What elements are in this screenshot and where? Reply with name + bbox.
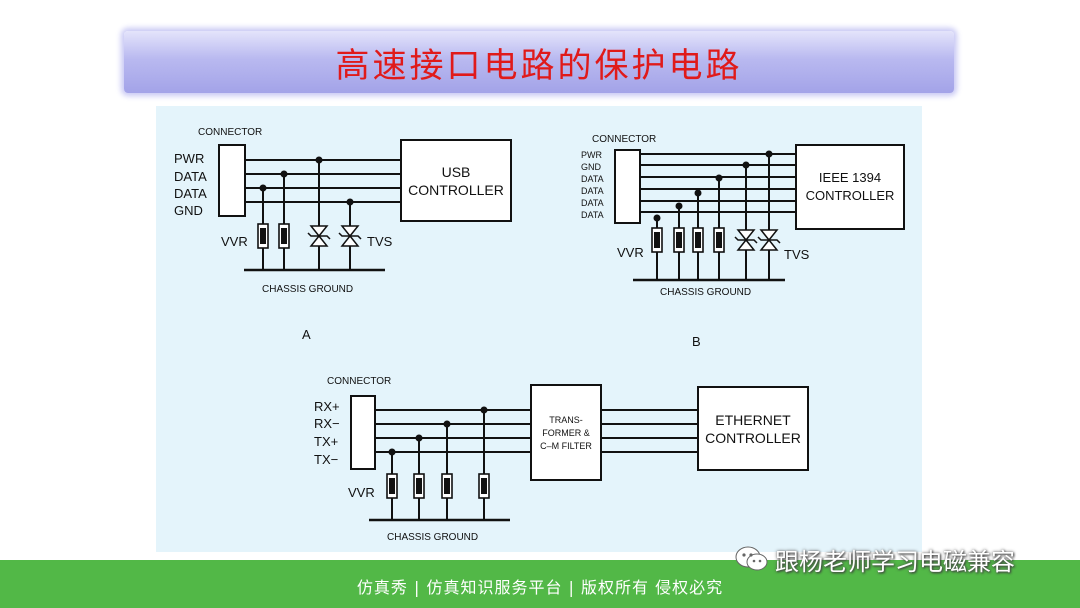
diagram-c-ethernet <box>350 384 809 522</box>
controller-label: CONTROLLER <box>806 188 895 203</box>
pin-label: RX+ <box>314 399 340 414</box>
ieee1394-controller-box <box>795 144 905 230</box>
transformer-label: FORMER & <box>542 428 590 438</box>
diagram-a-usb <box>218 139 512 272</box>
controller-label: CONTROLLER <box>408 182 504 198</box>
tvs-component <box>734 229 758 251</box>
page-title: 高速接口电路的保护电路 <box>335 45 743 86</box>
ethernet-controller-box <box>697 386 809 471</box>
footer-bar: 仿真秀 | 仿真知识服务平台 | 版权所有 侵权必究 <box>0 560 1080 608</box>
connector-a <box>218 144 246 217</box>
watermark-text: 跟杨老师学习电磁兼容 <box>775 547 1015 576</box>
watermark: 跟杨老师学习电磁兼容 <box>735 541 1015 577</box>
vvr-component <box>692 227 704 253</box>
pin-label: DATA <box>581 174 604 184</box>
junction-dots-b <box>653 150 773 222</box>
controller-label: ETHERNET <box>715 412 791 428</box>
title-bar: 高速接口电路的保护电路 <box>124 31 954 93</box>
vvr-component <box>278 223 290 249</box>
pin-label: TX+ <box>314 434 338 449</box>
vvr-component <box>713 227 725 253</box>
ground-label: CHASSIS GROUND <box>262 284 353 295</box>
pin-label: DATA <box>581 186 604 196</box>
transformer-label: TRANS- <box>549 415 583 425</box>
usb-controller-box <box>400 139 512 222</box>
vvr-component <box>478 473 490 499</box>
footer-text: 仿真秀 | 仿真知识服务平台 | 版权所有 侵权必究 <box>356 578 724 597</box>
vvr-label: VVR <box>221 234 248 249</box>
transformer-label: C–M FILTER <box>540 441 592 451</box>
caption-b: B <box>692 334 701 349</box>
vvr-component <box>386 473 398 499</box>
wechat-icon <box>735 546 768 571</box>
connector-label-c: CONNECTOR <box>327 376 391 387</box>
circuit-diagrams: CONNECTOR PWR DATA DATA GND USB CONTROLL… <box>174 127 905 543</box>
tvs-component <box>757 229 781 251</box>
vvr-component <box>651 227 663 253</box>
pin-label: PWR <box>581 150 602 160</box>
vvr-component <box>673 227 685 253</box>
vvr-component <box>413 473 425 499</box>
pin-label: GND <box>174 203 203 218</box>
diagram-panel: CONNECTOR PWR DATA DATA GND USB CONTROLL… <box>156 106 922 552</box>
pin-label: GND <box>581 162 602 172</box>
vvr-component <box>257 223 269 249</box>
controller-label: IEEE 1394 <box>819 170 881 185</box>
vvr-label: VVR <box>348 485 375 500</box>
pin-label: TX− <box>314 452 338 467</box>
tvs-label: TVS <box>784 247 810 262</box>
ground-label: CHASSIS GROUND <box>660 287 751 298</box>
tvs-component <box>307 225 331 247</box>
ground-label: CHASSIS GROUND <box>387 532 478 543</box>
connector-b <box>614 149 641 224</box>
controller-label: USB <box>442 164 471 180</box>
diagram-b-ieee1394 <box>614 144 905 282</box>
pin-label: DATA <box>581 210 604 220</box>
pin-label: DATA <box>581 198 604 208</box>
controller-label: CONTROLLER <box>705 430 801 446</box>
pin-label: DATA <box>174 186 207 201</box>
junction-dots-a <box>259 156 354 206</box>
connector-c <box>350 395 376 470</box>
tvs-label: TVS <box>367 234 393 249</box>
pin-label: DATA <box>174 169 207 184</box>
pin-label: PWR <box>174 151 204 166</box>
connector-label-b: CONNECTOR <box>592 134 656 145</box>
vvr-label: VVR <box>617 245 644 260</box>
caption-a: A <box>302 327 311 342</box>
pin-label: RX− <box>314 416 340 431</box>
transformer-box <box>530 384 602 481</box>
junction-dots-c <box>388 406 488 456</box>
vvr-component <box>441 473 453 499</box>
connector-label-a: CONNECTOR <box>198 127 262 138</box>
tvs-component <box>338 225 362 247</box>
